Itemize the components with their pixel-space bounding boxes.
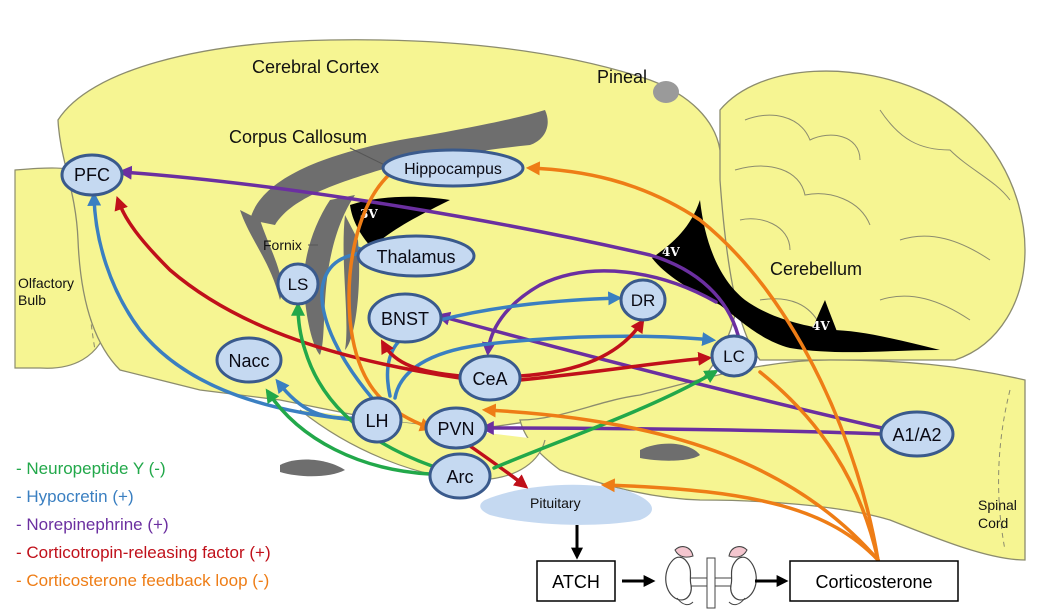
region-labels: Cerebral Cortex Pineal Corpus Callosum C…: [18, 57, 1017, 531]
arrow-crf-cea-to-dr: [518, 318, 645, 378]
arrow-cort-to-lc: [758, 370, 880, 562]
node-arc-label: Arc: [447, 467, 474, 487]
box-atch-label: ATCH: [552, 572, 600, 592]
node-pfc-label: PFC: [74, 165, 110, 185]
legend-item: - Hypocretin (+): [16, 487, 134, 506]
arrow-hcrt-lh-to-dr: [385, 291, 623, 398]
label-pituitary: Pituitary: [530, 495, 581, 511]
node-ls-label: LS: [288, 275, 309, 294]
arrow-hcrt-lh-to-thalamus: [320, 246, 374, 400]
node-hippocampus[interactable]: Hippocampus: [381, 148, 525, 188]
node-hippocampus-label: Hippocampus: [404, 161, 502, 178]
fornix-shape: [303, 195, 355, 355]
node-thalamus-label: Thalamus: [376, 247, 455, 267]
node-nacc[interactable]: Nacc: [215, 336, 283, 384]
legend-list: - Neuropeptide Y (-) - Hypocretin (+) - No…: [16, 455, 271, 595]
arrow-ne-a1a2-to-pvn: [479, 421, 884, 436]
label-cord: Cord: [978, 515, 1008, 531]
arrow-hcrt-lh-to-pfc: [87, 191, 358, 422]
node-dr-label: DR: [631, 291, 656, 310]
arrow-ne-lc-to-pfc: [117, 165, 740, 337]
node-pvn[interactable]: PVN: [424, 406, 488, 450]
node-lc-label: LC: [723, 347, 745, 366]
legend-item: - Neuropeptide Y (-): [16, 459, 166, 478]
label-cerebellum: Cerebellum: [770, 259, 862, 279]
pathways: [87, 161, 884, 562]
label-spinal: Spinal: [978, 497, 1017, 513]
kidney-adrenal-icon: [665, 546, 757, 609]
legend-item: - Norepinephrine (+): [16, 515, 169, 534]
arrow-crf-cea-to-lc: [518, 351, 713, 382]
box-corticosterone[interactable]: [789, 560, 959, 602]
node-lc[interactable]: LC: [710, 334, 758, 378]
arrow-cort-to-pvn: [481, 403, 880, 562]
legend: - Neuropeptide Y (-) - Hypocretin (+) - No…: [16, 455, 271, 595]
node-cea[interactable]: CeA: [458, 354, 522, 402]
legend-item: - Corticosterone feedback loop (-): [16, 571, 270, 590]
node-arc[interactable]: Arc: [428, 452, 492, 500]
node-pfc[interactable]: PFC: [60, 153, 124, 197]
corpus-callosum-shape: [250, 110, 548, 225]
arrow-hcrt-lh-to-nacc: [275, 378, 358, 420]
label-4v-a: 4V: [662, 245, 680, 259]
node-bnst-label: BNST: [381, 309, 429, 329]
node-a1a2[interactable]: A1/A2: [879, 410, 955, 458]
label-cerebral-cortex: Cerebral Cortex: [252, 57, 379, 77]
node-pvn-label: PVN: [437, 419, 474, 439]
arrow-npy-arc-to-nacc: [265, 388, 432, 476]
pineal-shape: [653, 81, 679, 103]
node-a1a2-label: A1/A2: [892, 425, 941, 445]
label-corpus-callosum: Corpus Callosum: [229, 127, 367, 147]
node-bnst[interactable]: BNST: [367, 292, 443, 344]
node-thalamus[interactable]: Thalamus: [356, 234, 476, 278]
arrow-cort-to-hippocampus: [525, 161, 880, 562]
nodes: PFC Hippocampus Thalamus LS BNST DR Nacc: [60, 148, 955, 500]
label-bulb: Bulb: [18, 292, 46, 308]
box-atch[interactable]: [536, 560, 616, 602]
node-ls[interactable]: LS: [276, 262, 320, 306]
label-pineal: Pineal: [597, 67, 647, 87]
node-lh-label: LH: [365, 411, 388, 431]
node-nacc-label: Nacc: [228, 351, 269, 371]
node-dr[interactable]: DR: [619, 278, 667, 322]
arrow-ne-lc-to-cea: [481, 269, 718, 357]
node-lh[interactable]: LH: [351, 396, 403, 444]
label-4v-b: 4V: [812, 319, 830, 333]
fourth-ventricle-shape: [652, 200, 940, 353]
label-olfactory: Olfactory: [18, 275, 74, 291]
arrow-npy-arc-to-ls: [291, 301, 434, 468]
node-cea-label: CeA: [472, 369, 507, 389]
arrow-crf-cea-to-pfc: [114, 196, 462, 380]
label-fornix: Fornix: [263, 237, 302, 253]
pituitary-shape: [480, 484, 652, 525]
arrow-crf-cea-to-bnst: [380, 339, 462, 378]
legend-item: - Corticotropin-releasing factor (+): [16, 543, 271, 562]
box-corticosterone-label: Corticosterone: [815, 572, 932, 592]
arrow-cort-to-pituitary: [600, 478, 880, 562]
hpa-output: ATCH Corticosterone: [536, 525, 959, 609]
